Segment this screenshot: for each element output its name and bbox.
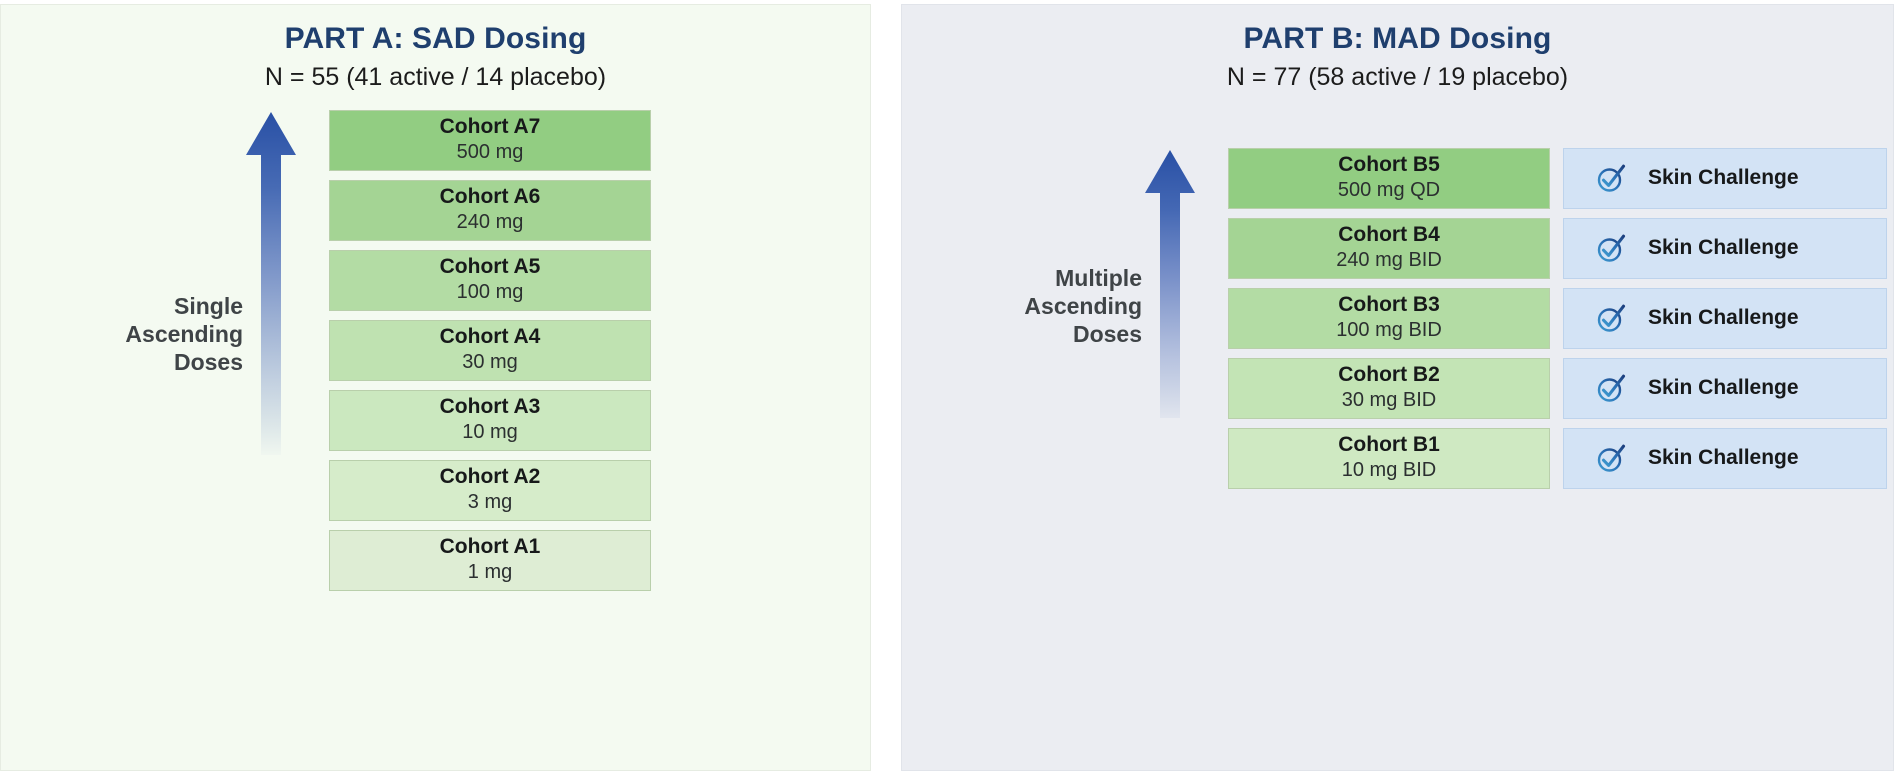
panel-b-title: PART B: MAD Dosing bbox=[1243, 22, 1552, 55]
cohort-box-b4[interactable]: Cohort B4 240 mg BID bbox=[1228, 217, 1550, 279]
cohort-name: Cohort B5 bbox=[1338, 153, 1440, 177]
panel-a-subtitle: N = 55 (41 active / 14 placebo) bbox=[264, 63, 607, 91]
cohort-row: Cohort B5 500 mg QD bbox=[1228, 147, 1887, 209]
panel-a-header: PART A: SAD Dosing N = 55 (41 active / 1… bbox=[1, 5, 870, 92]
cohort-box-b5[interactable]: Cohort B5 500 mg QD bbox=[1228, 147, 1550, 209]
cohort-dose: 30 mg BID bbox=[1341, 389, 1437, 412]
cohort-dose: 100 mg BID bbox=[1336, 319, 1442, 342]
up-arrow-gradient-icon bbox=[1142, 148, 1198, 418]
cohort-name: Cohort B2 bbox=[1338, 363, 1440, 387]
skin-challenge-label: Skin Challenge bbox=[1648, 306, 1799, 329]
skin-challenge-box-b5[interactable]: Skin Challenge bbox=[1563, 147, 1887, 209]
cohort-box-a7[interactable]: Cohort A7 500 mg bbox=[329, 109, 651, 171]
cohort-row: Cohort A1 1 mg bbox=[329, 529, 651, 591]
cohort-box-a2[interactable]: Cohort A2 3 mg bbox=[329, 459, 651, 521]
up-arrow-gradient-icon bbox=[243, 110, 299, 455]
panel-b-axis: Multiple Ascending Doses bbox=[986, 148, 1198, 418]
cohort-name: Cohort A3 bbox=[439, 395, 541, 419]
cohort-name: Cohort A1 bbox=[439, 535, 541, 559]
cohort-name: Cohort B1 bbox=[1338, 433, 1440, 457]
cohort-dose: 500 mg bbox=[456, 141, 524, 164]
skin-challenge-box-b1[interactable]: Skin Challenge bbox=[1563, 427, 1887, 489]
panel-a-body: Single Ascending Doses bbox=[1, 92, 870, 591]
cohort-box-a6[interactable]: Cohort A6 240 mg bbox=[329, 179, 651, 241]
panel-a-cohort-ladder: Cohort A7 500 mg Cohort A6 240 mg Cohort… bbox=[329, 109, 651, 591]
cohort-dose: 500 mg QD bbox=[1337, 179, 1441, 202]
panel-b-cohort-ladder: Cohort B5 500 mg QD bbox=[1228, 147, 1887, 489]
skin-challenge-label: Skin Challenge bbox=[1648, 376, 1799, 399]
cohort-name: Cohort A7 bbox=[439, 115, 541, 139]
cohort-dose: 10 mg bbox=[462, 421, 518, 444]
check-circle-icon bbox=[1594, 301, 1628, 335]
cohort-box-a3[interactable]: Cohort A3 10 mg bbox=[329, 389, 651, 451]
panel-part-b: PART B: MAD Dosing N = 77 (58 active / 1… bbox=[901, 4, 1894, 771]
cohort-row: Cohort A5 100 mg bbox=[329, 249, 651, 311]
panel-a-axis: Single Ascending Doses bbox=[87, 110, 299, 455]
cohort-row: Cohort A3 10 mg bbox=[329, 389, 651, 451]
check-circle-icon bbox=[1594, 371, 1628, 405]
cohort-box-a1[interactable]: Cohort A1 1 mg bbox=[329, 529, 651, 591]
check-circle-icon bbox=[1594, 231, 1628, 265]
skin-challenge-label: Skin Challenge bbox=[1648, 446, 1799, 469]
cohort-box-a5[interactable]: Cohort A5 100 mg bbox=[329, 249, 651, 311]
panel-b-header: PART B: MAD Dosing N = 77 (58 active / 1… bbox=[902, 5, 1893, 92]
cohort-box-b2[interactable]: Cohort B2 30 mg BID bbox=[1228, 357, 1550, 419]
cohort-dose: 30 mg bbox=[462, 351, 518, 374]
page-title: PART A: SAD Dosing bbox=[284, 22, 587, 55]
cohort-row: Cohort B4 240 mg BID Skin Challenge bbox=[1228, 217, 1887, 279]
cohort-row: Cohort A7 500 mg bbox=[329, 109, 651, 171]
check-circle-icon bbox=[1594, 161, 1628, 195]
skin-challenge-label: Skin Challenge bbox=[1648, 236, 1799, 259]
axis-label-multiple-ascending-doses: Multiple Ascending Doses bbox=[1024, 264, 1142, 347]
skin-challenge-box-b3[interactable]: Skin Challenge bbox=[1563, 287, 1887, 349]
axis-label-single-ascending-doses: Single Ascending Doses bbox=[125, 292, 243, 375]
panel-b-body: Multiple Ascending Doses bbox=[902, 92, 1893, 489]
cohort-row: Cohort B3 100 mg BID Skin Challenge bbox=[1228, 287, 1887, 349]
skin-challenge-box-b4[interactable]: Skin Challenge bbox=[1563, 217, 1887, 279]
cohort-dose: 1 mg bbox=[467, 561, 513, 584]
cohort-row: Cohort A2 3 mg bbox=[329, 459, 651, 521]
cohort-dose: 100 mg bbox=[456, 281, 524, 304]
cohort-name: Cohort A4 bbox=[439, 325, 541, 349]
cohort-row: Cohort A4 30 mg bbox=[329, 319, 651, 381]
cohort-row: Cohort B1 10 mg BID Skin Challenge bbox=[1228, 427, 1887, 489]
cohort-box-b3[interactable]: Cohort B3 100 mg BID bbox=[1228, 287, 1550, 349]
cohort-dose: 3 mg bbox=[467, 491, 513, 514]
skin-challenge-box-b2[interactable]: Skin Challenge bbox=[1563, 357, 1887, 419]
cohort-name: Cohort A5 bbox=[439, 255, 541, 279]
cohort-name: Cohort B3 bbox=[1338, 293, 1440, 317]
cohort-name: Cohort A2 bbox=[439, 465, 541, 489]
panel-b-subtitle: N = 77 (58 active / 19 placebo) bbox=[1226, 63, 1569, 91]
cohort-row: Cohort B2 30 mg BID Skin Challenge bbox=[1228, 357, 1887, 419]
panel-part-a: PART A: SAD Dosing N = 55 (41 active / 1… bbox=[0, 4, 871, 771]
cohort-row: Cohort A6 240 mg bbox=[329, 179, 651, 241]
cohort-box-b1[interactable]: Cohort B1 10 mg BID bbox=[1228, 427, 1550, 489]
cohort-name: Cohort A6 bbox=[439, 185, 541, 209]
cohort-dose: 240 mg BID bbox=[1336, 249, 1442, 272]
cohort-name: Cohort B4 bbox=[1338, 223, 1440, 247]
check-circle-icon bbox=[1594, 441, 1628, 475]
cohort-dose: 10 mg BID bbox=[1341, 459, 1437, 482]
skin-challenge-label: Skin Challenge bbox=[1648, 166, 1799, 189]
cohort-box-a4[interactable]: Cohort A4 30 mg bbox=[329, 319, 651, 381]
cohort-dose: 240 mg bbox=[456, 211, 524, 234]
